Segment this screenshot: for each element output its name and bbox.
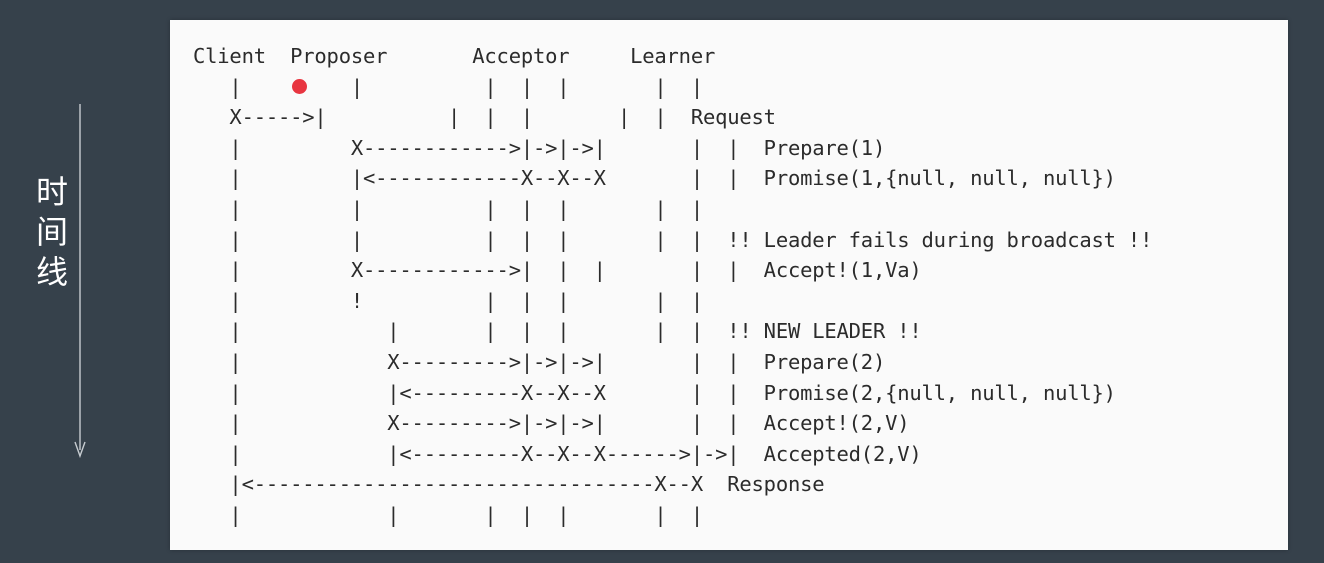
timeline-char-3: 线 xyxy=(35,253,68,291)
diagram-line: | | | | | | | !! Leader fails during bro… xyxy=(193,227,1153,252)
diagram-line: X----->| | | | | | Request xyxy=(193,105,776,130)
diagram-line: | |<------------X--X--X | | Promise(1,{n… xyxy=(193,166,1116,191)
diagram-line: | X--------->|->|->| | | Prepare(2) xyxy=(193,349,886,374)
diagram-line: | ! | | | | | xyxy=(193,288,703,313)
diagram-line: | X------------>| | | | | Accept!(1,Va) xyxy=(193,258,922,283)
timeline-label: 时 间 线 xyxy=(30,172,74,292)
diagram-line: | X------------>|->|->| | | Prepare(1) xyxy=(193,135,886,160)
timeline-char-1: 时 xyxy=(35,173,68,211)
timeline-char-2: 间 xyxy=(35,213,68,251)
paxos-sequence-diagram: Client Proposer Acceptor Learner | | | |… xyxy=(193,41,1152,531)
diagram-line: | |<---------X--X--X | | Promise(2,{null… xyxy=(193,380,1116,405)
diagram-line: | | | | | | | xyxy=(193,196,703,221)
pointer-dot xyxy=(292,79,307,94)
diagram-line: | | | | | | | xyxy=(193,74,703,99)
diagram-panel: Client Proposer Acceptor Learner | | | |… xyxy=(170,20,1288,550)
diagram-line: |<---------------------------------X--X … xyxy=(193,472,825,497)
diagram-line: | | | | | | | xyxy=(193,502,703,527)
diagram-header: Client Proposer Acceptor Learner xyxy=(193,44,716,68)
diagram-line: | X--------->|->|->| | | Accept!(2,V) xyxy=(193,411,910,436)
diagram-line: | | | | | | | !! NEW LEADER !! xyxy=(193,319,922,344)
diagram-line: | |<---------X--X--X------>|->| Accepted… xyxy=(193,441,922,466)
timeline-arrow-icon xyxy=(74,104,86,459)
